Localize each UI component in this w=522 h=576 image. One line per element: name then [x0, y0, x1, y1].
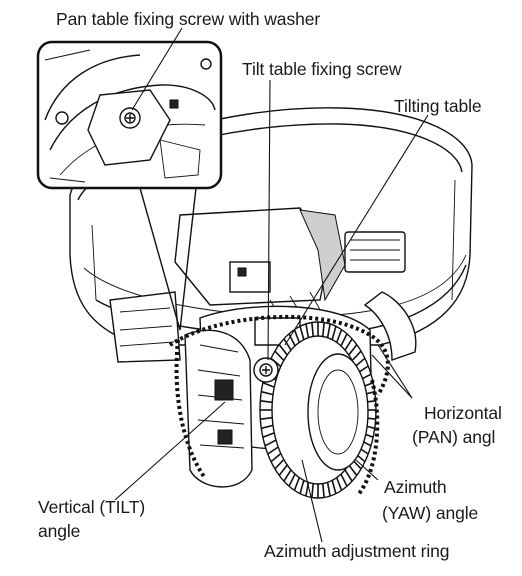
ring-tooth [260, 400, 273, 404]
label-pan-screw: Pan table fixing screw with washer [56, 9, 321, 29]
ring-tooth [344, 338, 353, 351]
ring-tooth [270, 452, 282, 463]
label-horizontal-line1: Horizontal [424, 403, 502, 423]
inset-pointer [139, 187, 197, 331]
label-azimuth-ring: Azimuth adjustment ring [264, 541, 450, 561]
yaw-angle-arc [356, 379, 380, 497]
ring-tooth [335, 477, 343, 491]
ring-tooth [340, 333, 348, 347]
ring-tooth [322, 322, 325, 337]
ring-tooth [260, 416, 273, 420]
ring-tooth [288, 333, 296, 347]
ring-tooth [274, 458, 285, 470]
label-horizontal-line2: (PAN) angl [412, 427, 496, 447]
ring-tooth [348, 464, 358, 476]
ring-tooth [283, 469, 292, 482]
ring-tooth [261, 424, 274, 430]
ring-tooth [278, 464, 288, 476]
ring-tooth [278, 344, 288, 356]
ring-tooth [305, 323, 310, 338]
label-tilting-table: Tilting table [394, 96, 482, 116]
tilt-screw [253, 357, 279, 383]
ring-tooth [351, 350, 362, 362]
label-vertical-line2: angle [38, 521, 81, 541]
ring-tooth [283, 338, 292, 351]
ring-tooth [274, 350, 285, 362]
ring-tooth [311, 322, 314, 337]
pan-angle-arc [168, 314, 390, 397]
ring-tooth [264, 439, 277, 447]
label-vertical-line1: Vertical (TILT) [38, 497, 146, 517]
azimuth-adjustment-ring [259, 321, 377, 499]
ring-tooth [340, 473, 348, 487]
ring-tooth [299, 326, 305, 340]
label-tilt-screw: Tilt table fixing screw [242, 59, 402, 79]
ring-tooth [293, 477, 301, 491]
ring-tooth [293, 329, 301, 343]
ring-tooth [326, 323, 331, 338]
internal-mechanism [109, 207, 417, 363]
ring-tooth [335, 329, 343, 343]
label-azimuth-line2: (YAW) angle [382, 503, 479, 523]
ring-tooth [348, 344, 358, 356]
ring-tooth [267, 446, 279, 455]
ring-tooth [262, 432, 275, 438]
inset-detail-box [36, 40, 223, 190]
ring-tooth [262, 382, 275, 388]
ring-tooth [322, 483, 325, 498]
ring-tooth [354, 357, 366, 368]
ring-tooth [311, 483, 314, 498]
ring-tooth [331, 480, 337, 494]
leader-lines [114, 27, 429, 543]
ring-tooth [326, 482, 331, 497]
label-azimuth-line1: Azimuth [384, 477, 447, 497]
ring-tooth [331, 326, 337, 340]
ring-tooth [261, 390, 274, 396]
ring-tooth [344, 469, 353, 482]
ring-tooth [288, 473, 296, 487]
ring-tooth [299, 480, 305, 494]
tilt-angle-arc [174, 339, 207, 480]
